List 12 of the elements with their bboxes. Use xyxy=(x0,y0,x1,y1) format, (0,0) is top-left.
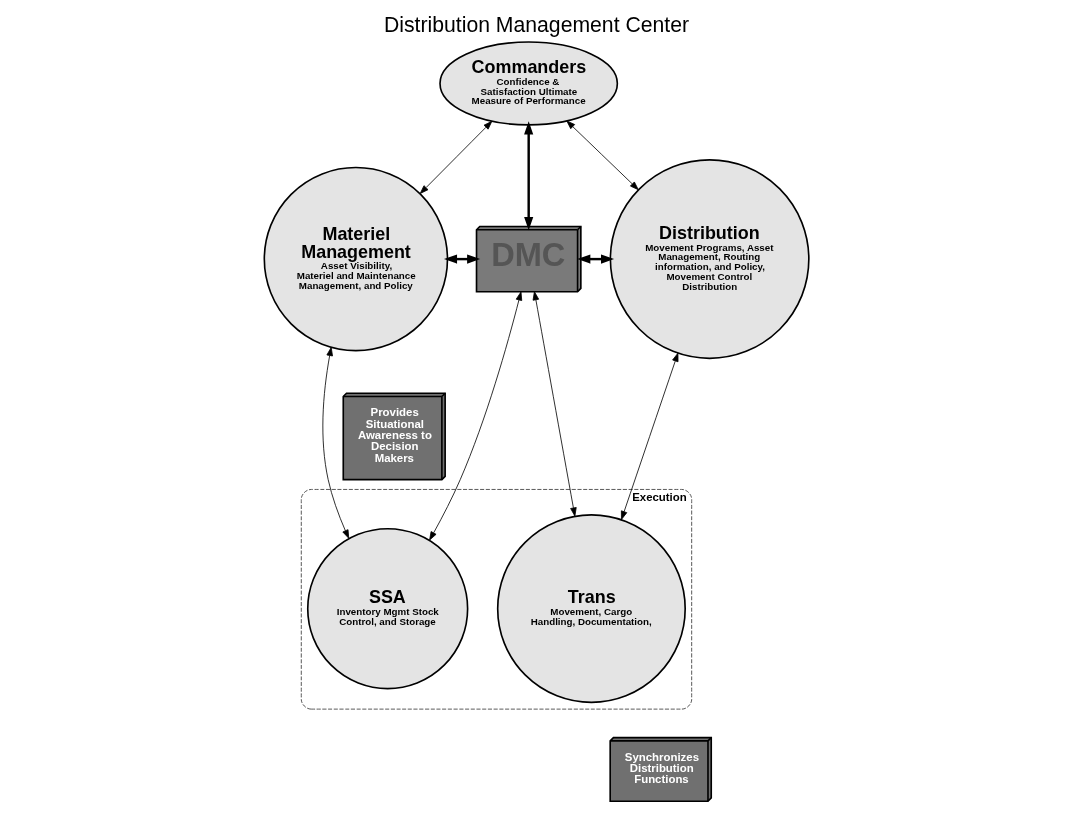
arrow xyxy=(524,121,534,231)
arrow xyxy=(419,120,493,194)
node-circle: Trans Movement, Cargo Handling, Documentation, xyxy=(496,514,686,704)
node-circle: Materiel Management Asset Visibility, Materiel and Maintenance Management, and Policy xyxy=(263,166,449,352)
arrow xyxy=(566,120,639,191)
diagram-title: Distribution Management Center xyxy=(384,13,690,36)
arrow xyxy=(532,291,577,517)
arrow xyxy=(322,347,350,539)
node-circle: Distribution Movement Programs, Asset Management, Routing information, and Policy, Movement Control Distribution xyxy=(609,159,810,360)
arrow xyxy=(429,291,523,541)
arrow xyxy=(620,352,679,520)
node-ellipse: Commanders Confidence & Satisfaction Ultimate Measure of Performance xyxy=(439,41,619,126)
